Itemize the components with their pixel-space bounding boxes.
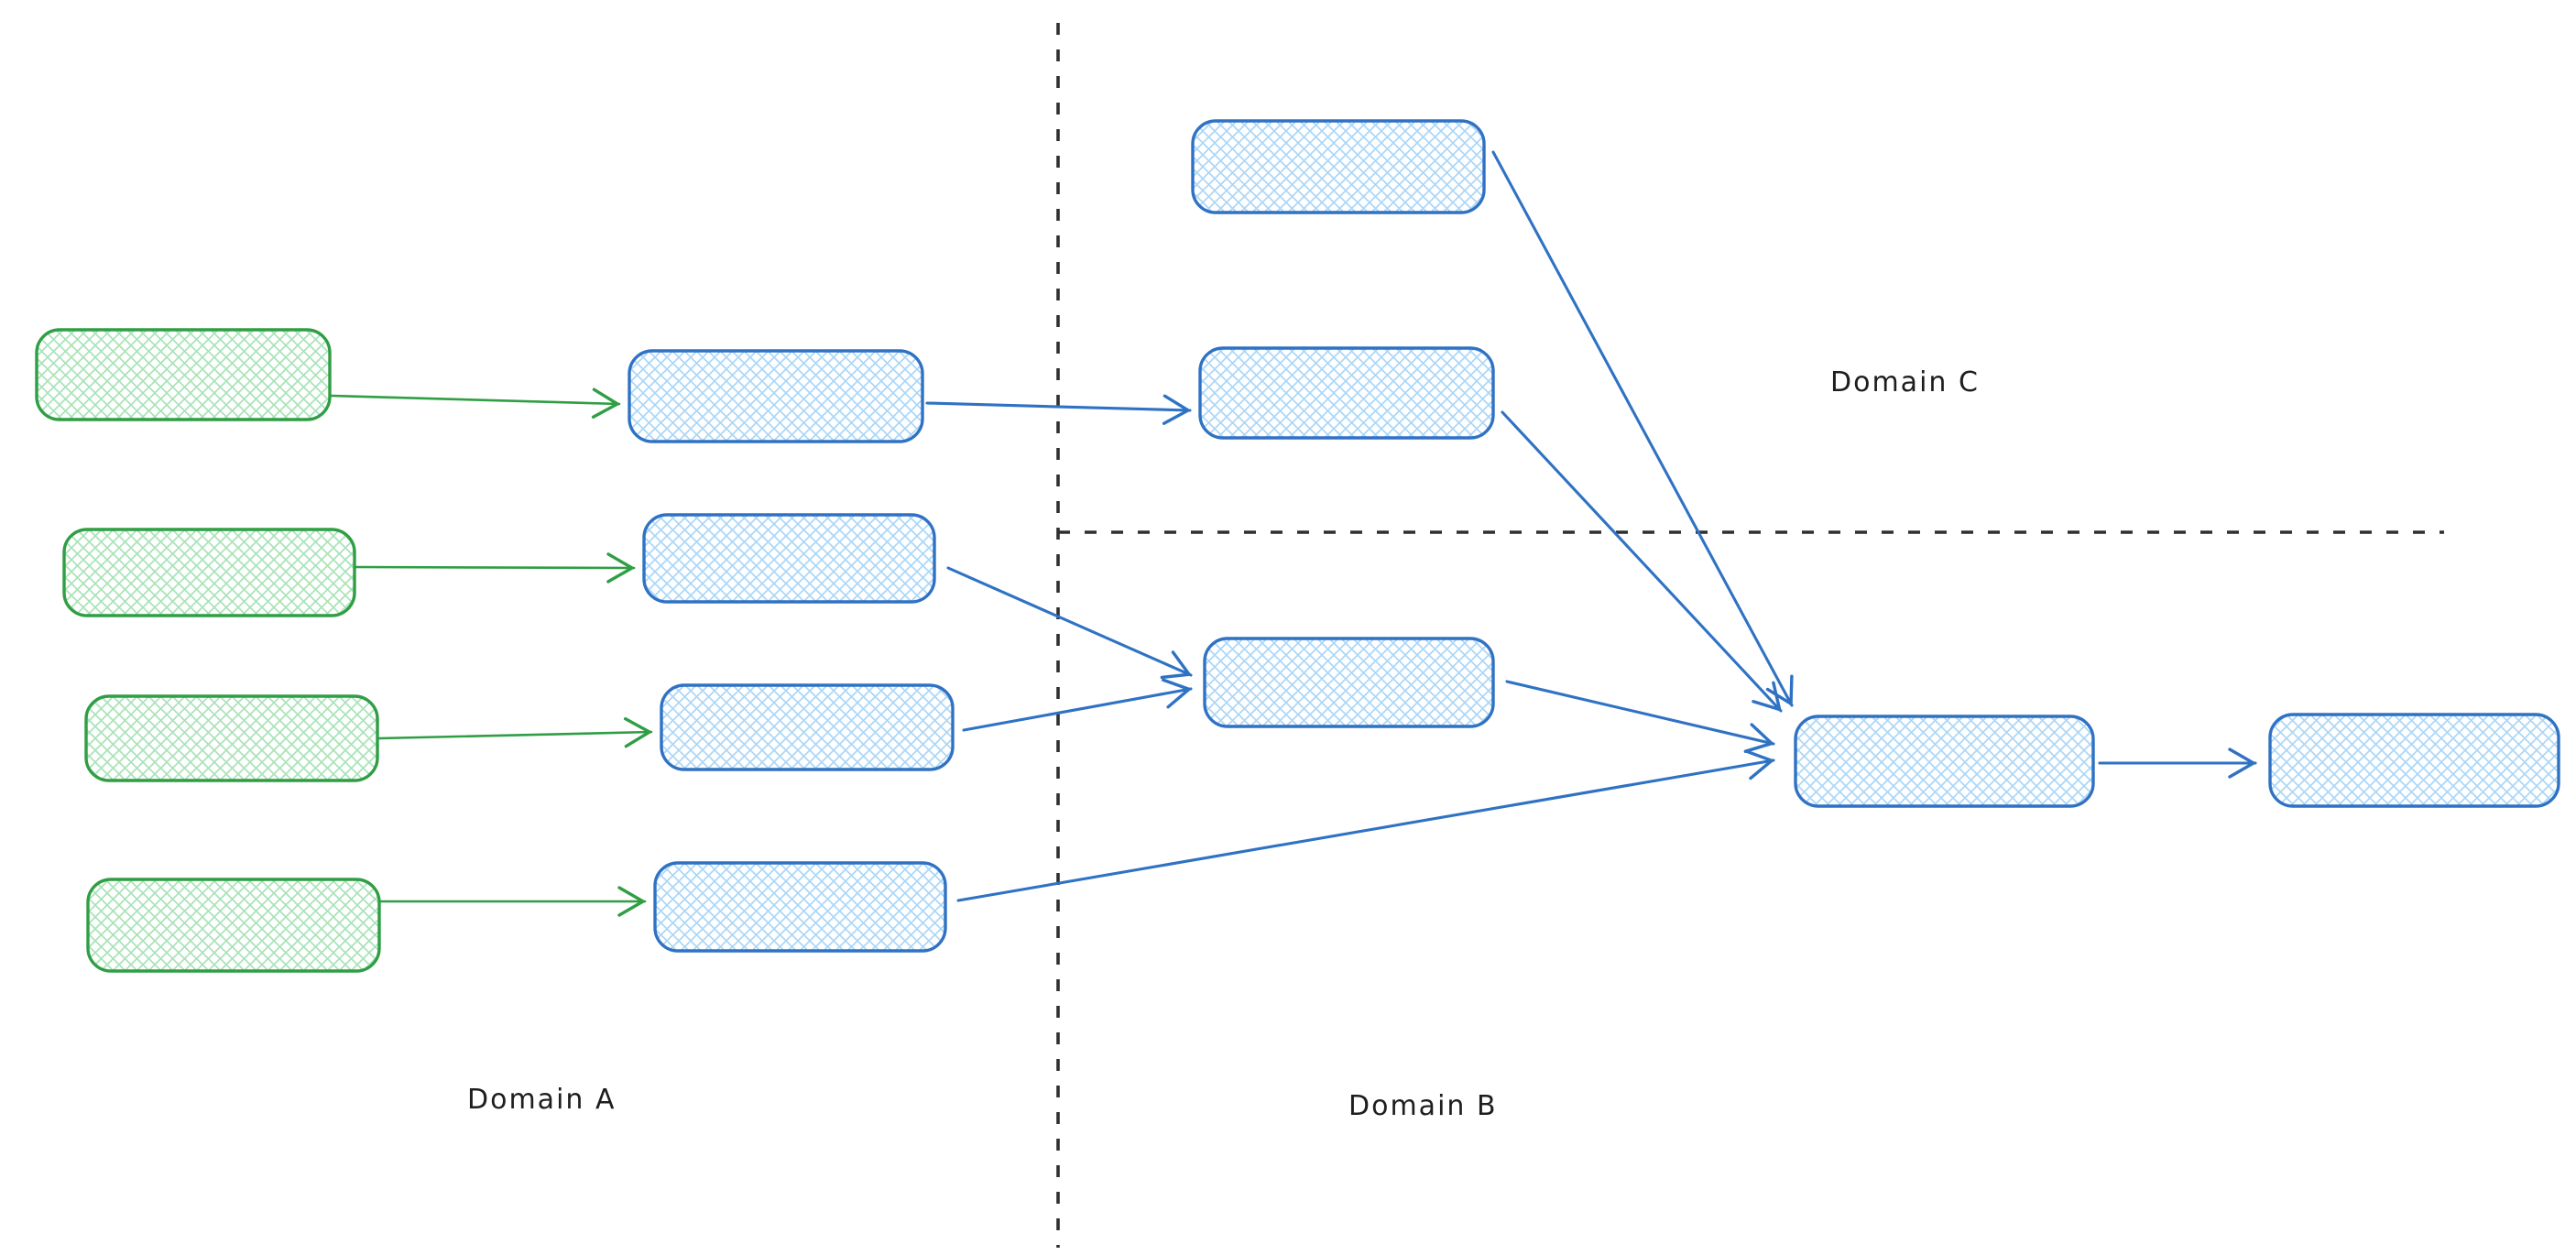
merge-box bbox=[1794, 715, 2095, 808]
edge-bupper-to-merge bbox=[1501, 410, 1783, 713]
edge-blue2-to-blower bbox=[946, 566, 1193, 680]
green-box-1 bbox=[35, 328, 332, 421]
green-box-4 bbox=[86, 878, 381, 973]
domain-b-box-upper bbox=[1198, 346, 1495, 440]
edge-ctop-to-merge bbox=[1491, 150, 1794, 707]
edge-blue4-to-merge bbox=[956, 749, 1775, 902]
output-box bbox=[2268, 713, 2560, 808]
green-box-2 bbox=[62, 528, 356, 617]
edge-green-3 bbox=[377, 716, 653, 748]
edge-green-2 bbox=[355, 552, 636, 584]
edge-blue3-to-blower bbox=[962, 678, 1193, 732]
green-box-3 bbox=[84, 694, 379, 782]
edge-blower-to-merge bbox=[1505, 680, 1775, 753]
domain-c-label: Domain C bbox=[1830, 366, 1980, 398]
domain-b-label: Domain B bbox=[1348, 1090, 1498, 1122]
domain-c-top-box bbox=[1191, 119, 1486, 214]
domain-b-box-lower bbox=[1203, 637, 1495, 728]
blue-box-3 bbox=[660, 683, 955, 771]
blue-box-1 bbox=[628, 349, 924, 443]
edge-blue1-to-bupper bbox=[925, 394, 1192, 425]
domain-a-label: Domain A bbox=[467, 1084, 617, 1116]
edge-green-1 bbox=[330, 387, 621, 419]
blue-box-2 bbox=[642, 513, 936, 604]
blue-box-4 bbox=[653, 861, 947, 953]
